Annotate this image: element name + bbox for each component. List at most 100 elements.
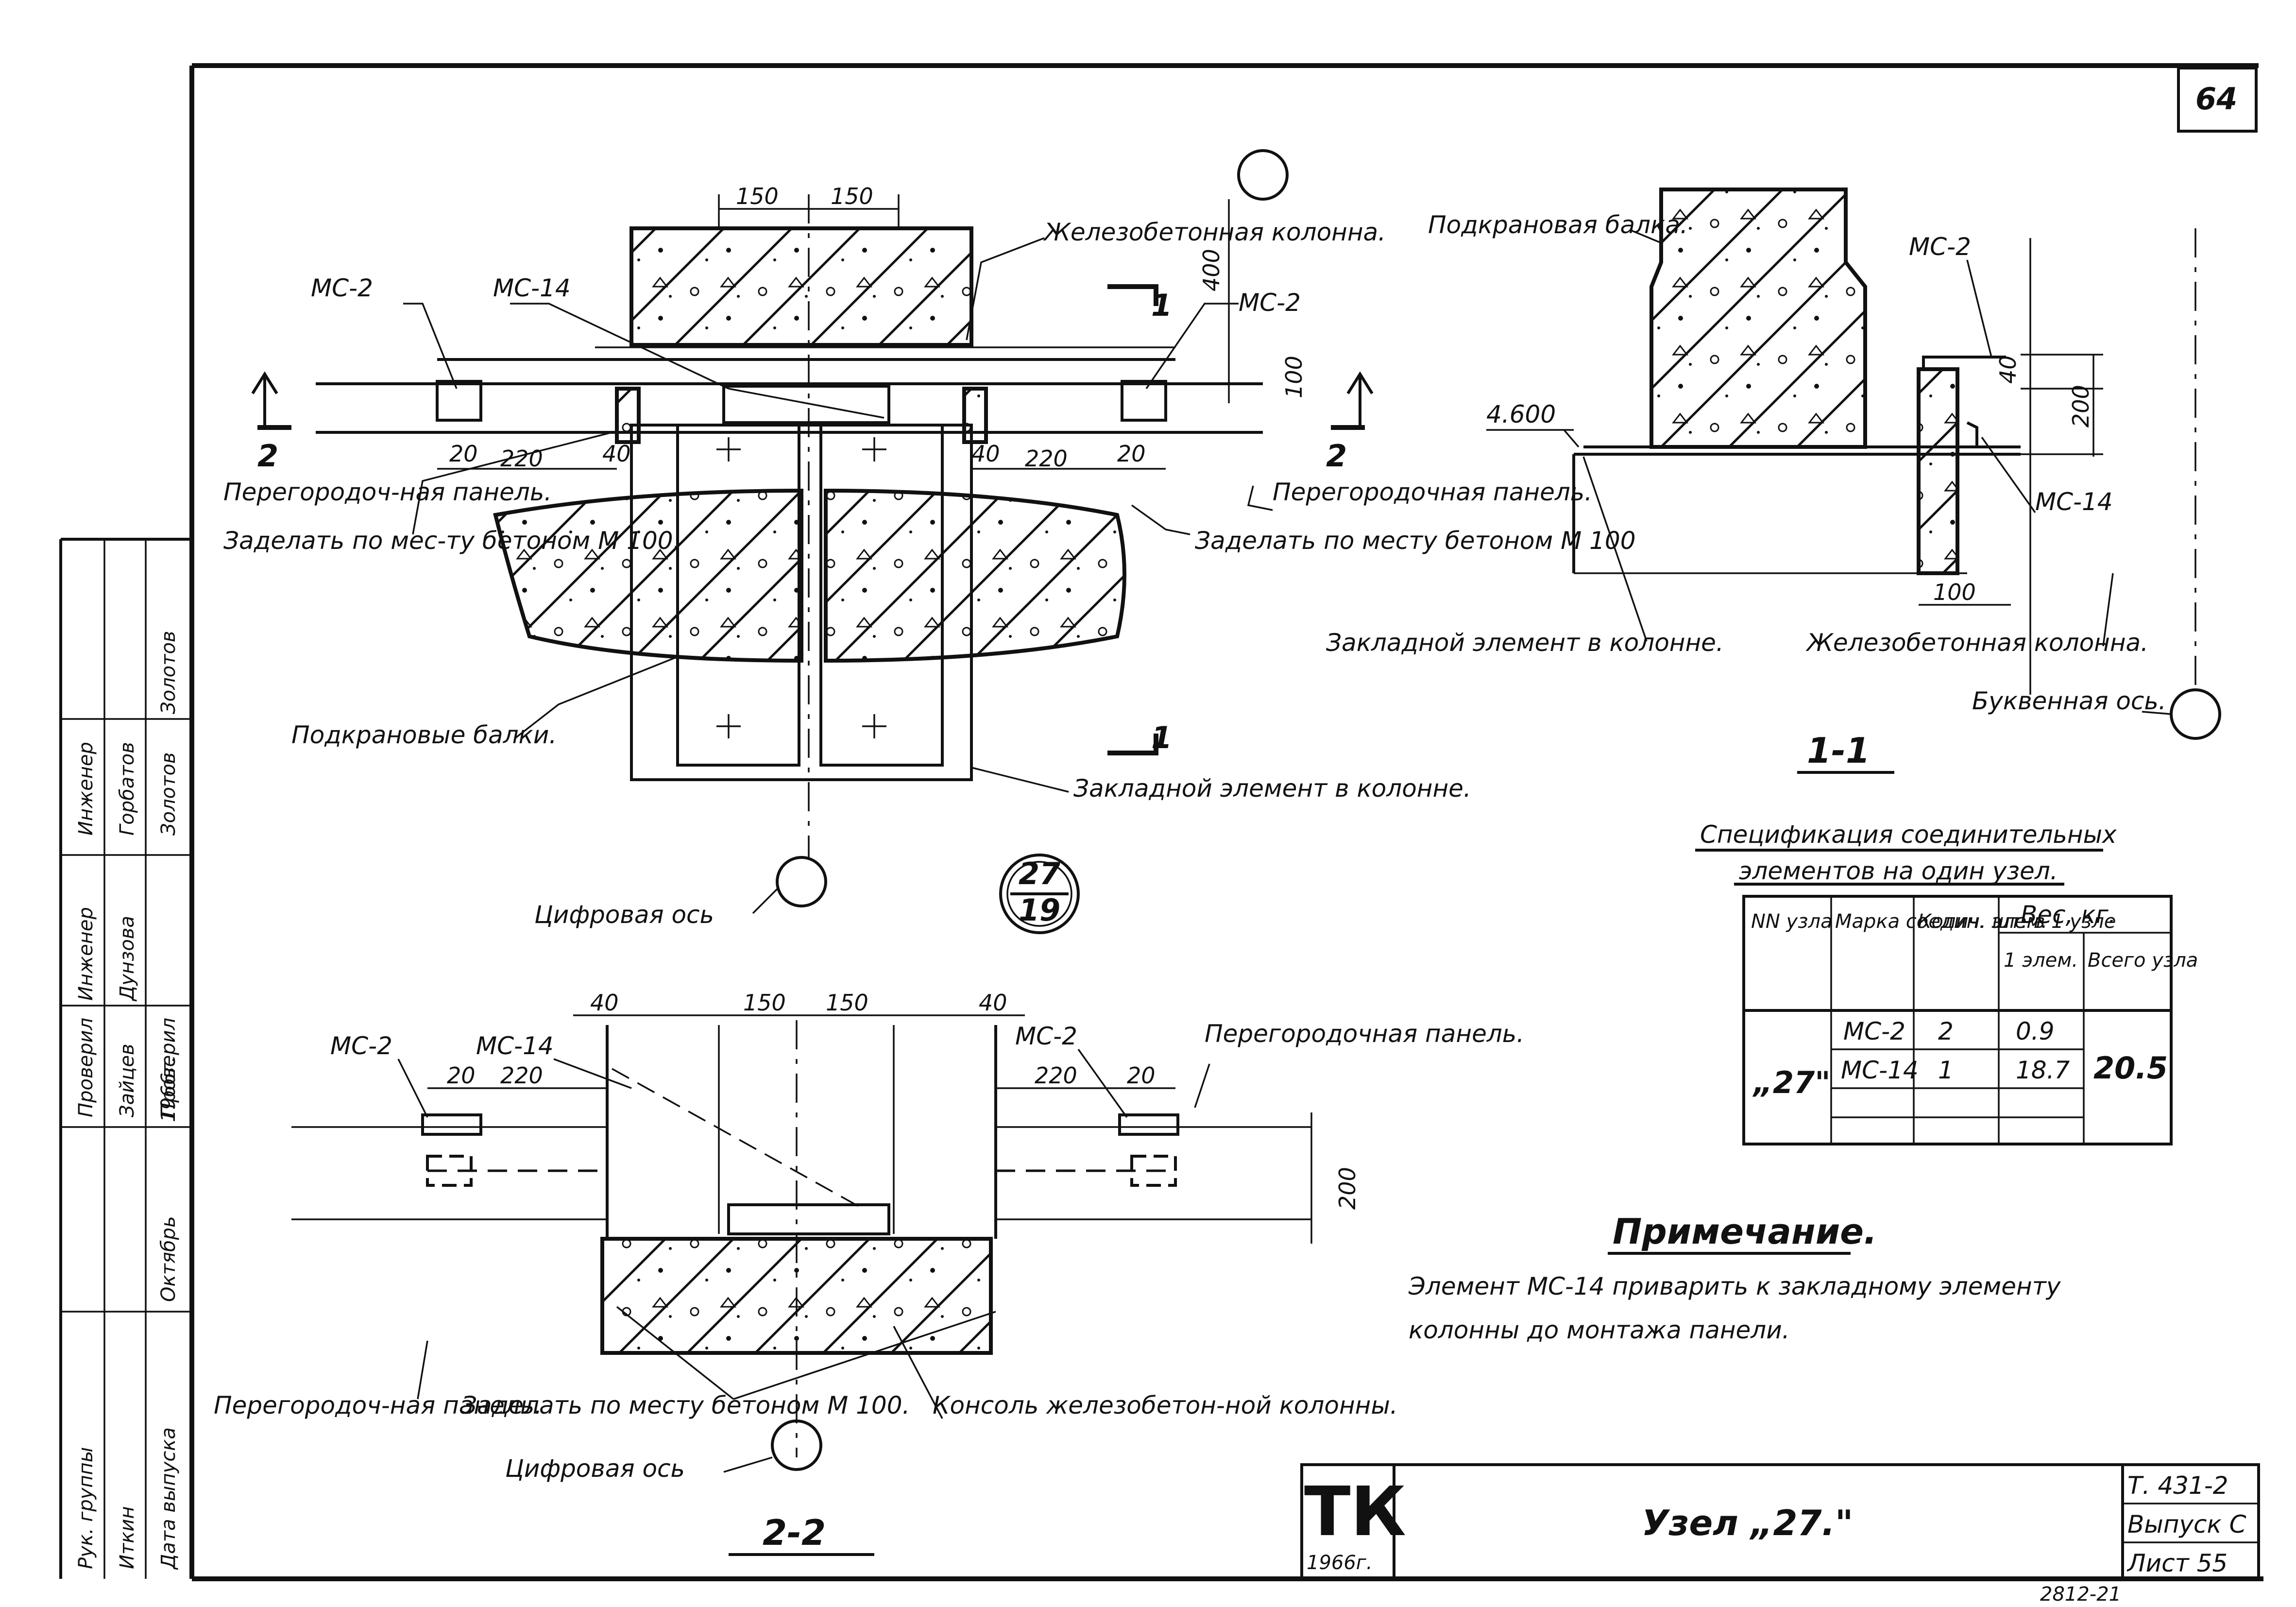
sidebar-name-2: Дунзова: [116, 916, 138, 1002]
stamp-title: Узел „27.": [1642, 1503, 1853, 1543]
node-badge: 27 19: [999, 854, 1080, 934]
label-fill-left: Заделать по мес-ту бетоном М 100.: [223, 527, 680, 555]
label-panel-right: Перегородочная панель.: [1273, 478, 1592, 506]
spec-header-wtotal: Всего узла: [2088, 949, 2198, 972]
spec-header-mark: Марка соедин. элем.: [1835, 910, 2047, 933]
label-panel-right-2-2: Перегородочная панель.: [1205, 1020, 1524, 1048]
crane-beam-left: [493, 488, 803, 663]
section-2-2: 40 150 150 40 20 220 220 20 200 МС-2 МС-…: [214, 990, 1524, 1556]
label-panel-left: Перегородоч-ная панель.: [223, 478, 552, 506]
dim-20-right: 20: [1117, 441, 1146, 467]
dim-150a: 150: [736, 183, 779, 209]
dim-220-left-2-2: 220: [500, 1062, 543, 1089]
sidebar-date: 1966г.: [157, 1056, 180, 1122]
sidebar-role-1: Инженер: [75, 742, 97, 836]
label-mc14-2-2: МС-14: [476, 1032, 554, 1060]
section-1-1: 40 200 100 Подкрановая балка. МС-2 МС-14…: [1326, 188, 2221, 774]
axis-bubble-2-2: [771, 1419, 822, 1471]
title-stamp: ТК 1966г. Узел „27." Т. 431-2 Выпуск С Л…: [1300, 1463, 2260, 1606]
spec-header-nn: NN узла: [1751, 910, 1833, 933]
dim-20-left: 20: [449, 441, 478, 467]
sidebar-name-3: Зайцев: [116, 1043, 138, 1117]
badge-top: 27: [1019, 856, 1061, 891]
dim-220-right: 220: [1025, 445, 1068, 472]
mc2-right-2-2: [1118, 1113, 1179, 1136]
sidebar-role-5: Рук. группы: [75, 1447, 97, 1569]
spec-table: Спецификация соединительных элементов на…: [1695, 821, 2198, 1145]
spec-row-1-w1: 0.9: [2016, 1017, 2055, 1045]
dim-40-right: 40: [971, 441, 1000, 467]
dim-100: 100: [1281, 356, 1307, 398]
column-section: [629, 226, 973, 347]
sheet-frame: 64: [189, 63, 2263, 1581]
label-axis-2-2: Цифровая ось: [505, 1454, 685, 1483]
spec-header-weight: Вес, кг.: [2021, 901, 2116, 929]
spec-total: 20.5: [2093, 1050, 2168, 1086]
section-1-1-title: 1-1: [1807, 730, 1870, 771]
spec-row-1-count: 2: [1938, 1017, 1954, 1045]
plan-view: 150 150 400 100 20 220 40 40 220 20 2 2 …: [223, 149, 1636, 934]
note-line-2: колонны до монтажа панели.: [1409, 1316, 1790, 1344]
mc14-plate: [722, 385, 890, 424]
label-elev-1-1: 4.600: [1486, 400, 1556, 428]
dim-20-right-2-2: 20: [1127, 1062, 1156, 1089]
sidebar-role-4: Проверил: [157, 1018, 180, 1117]
label-beams: Подкрановые балки.: [291, 721, 557, 749]
bottom-code: 2812-21: [2040, 1583, 2121, 1606]
mc2-angle: [1922, 356, 2006, 369]
spec-row-1-mark: МС-2: [1843, 1017, 1905, 1045]
axis-bubble-letter: [2170, 688, 2221, 740]
spec-title-1: Спецификация соединительных: [1700, 821, 2117, 849]
label-console-2-2: Консоль железобетон-ной колонны.: [933, 1391, 1398, 1419]
stamp-code: Т. 431-2: [2127, 1471, 2228, 1500]
stamp-issue: Выпуск С: [2127, 1510, 2246, 1539]
label-fill-right: Заделать по месту бетоном М 100: [1195, 527, 1636, 555]
cut-1-top: 1: [1151, 288, 1172, 323]
mc14-2-2: [727, 1203, 890, 1235]
crane-beam-right: [824, 488, 1126, 663]
note-line-1: Элемент МС-14 приварить к закладному эле…: [1408, 1272, 2061, 1300]
cut-1-bottom: 1: [1151, 720, 1172, 755]
sidebar-role-2: Инженер: [75, 907, 97, 1001]
sheet-number: 64: [2195, 81, 2237, 117]
dim-220-right-2-2: 220: [1035, 1062, 1077, 1089]
label-panel-left-2-2: Перегородоч-ная панель.: [214, 1391, 542, 1419]
stamp-sheet: Лист 55: [2126, 1549, 2228, 1577]
dim-100-1-1: 100: [1933, 579, 1976, 605]
spec-row-2-count: 1: [1938, 1056, 1954, 1084]
dim-150b-2-2: 150: [826, 990, 868, 1016]
sidebar-name-1: Горбатов: [116, 742, 138, 836]
label-mc14: МС-14: [493, 274, 571, 302]
label-beam-1-1: Подкрановая балка.: [1428, 211, 1688, 239]
label-mc2-left-2-2: МС-2: [330, 1032, 392, 1060]
spec-title-2: элементов на один узел.: [1739, 857, 2058, 885]
approval-sidebar: Инженер Горбатов Инженер Дунзова Провери…: [59, 538, 192, 1579]
label-mc2-1-1: МС-2: [1909, 233, 1971, 261]
spec-header-count: Колич. шт. в 1 узле: [1918, 910, 2116, 933]
dim-200-2-2: 200: [1334, 1167, 1361, 1210]
dim-40-1-1: 40: [1995, 355, 2021, 384]
mc2-left-2-2: [421, 1113, 482, 1136]
note-title: Примечание.: [1613, 1211, 1877, 1252]
dim-150a-2-2: 150: [743, 990, 786, 1016]
dim-150b: 150: [831, 183, 873, 209]
mc14-weld: [1966, 421, 1978, 447]
label-mc2-right: МС-2: [1239, 289, 1301, 317]
label-column-1-1: Железобетонная колонна.: [1805, 629, 2148, 657]
panel-1-1: [1917, 367, 1959, 575]
label-axis: Цифровая ось: [534, 901, 714, 929]
label-mc14-1-1: МС-14: [2035, 488, 2113, 516]
mc2-right-plate: [1121, 380, 1167, 422]
spec-row-2-mark: МС-14: [1841, 1056, 1919, 1084]
sidebar-name-4: Золотов: [157, 752, 180, 836]
cut-2-right: 2: [1326, 438, 1347, 474]
label-fill-2-2: Заделать по месту бетоном М 100.: [461, 1391, 910, 1419]
mc2-left-plate: [436, 380, 482, 422]
note-block: Примечание. Элемент МС-14 приварить к за…: [1408, 1211, 2061, 1344]
spec-header-w1: 1 элем.: [2004, 949, 2078, 972]
sidebar-role-6: Дата выпуска: [157, 1427, 180, 1570]
stamp-logo: ТК: [1304, 1472, 1406, 1552]
badge-bottom: 19: [1019, 892, 1060, 928]
sidebar-name-6: Октябрь: [157, 1216, 180, 1302]
label-axis-1-1: Буквенная ось.: [1972, 687, 2166, 715]
